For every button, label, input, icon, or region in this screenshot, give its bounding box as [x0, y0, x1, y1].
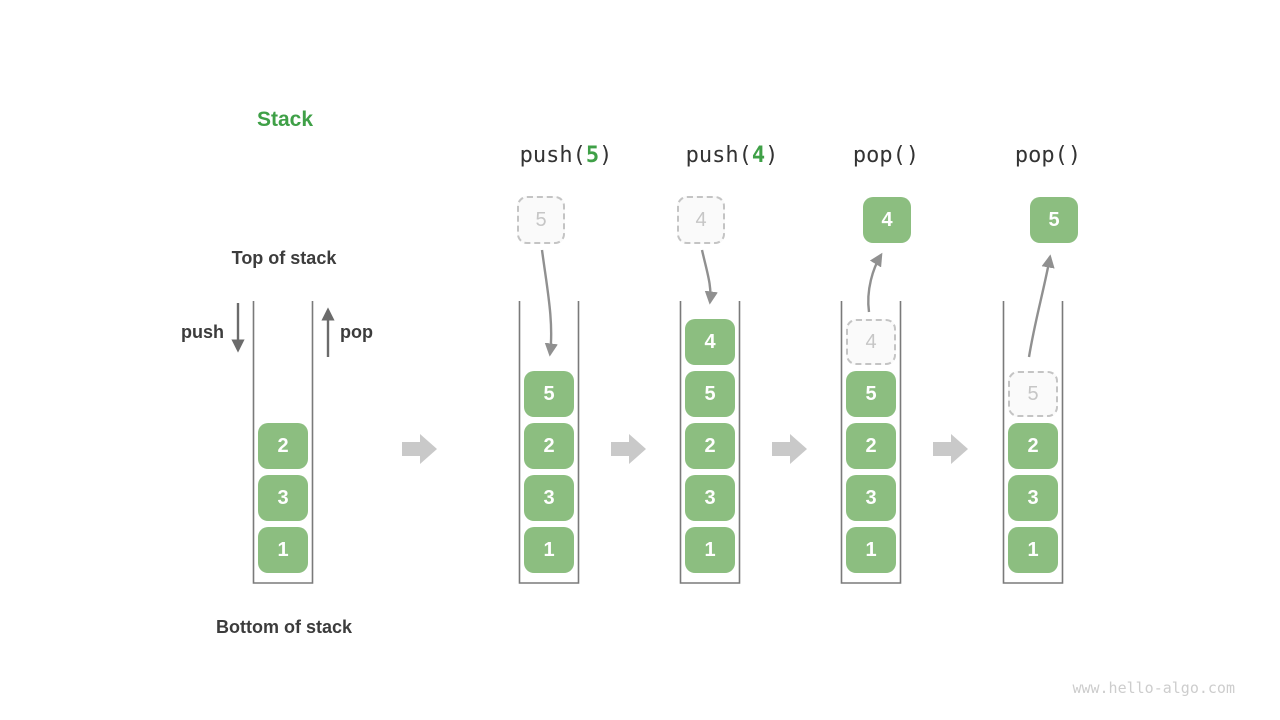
stack-cell: 3: [846, 475, 896, 521]
diagram-title: Stack: [256, 108, 314, 131]
step-right-arrow-icon: [933, 434, 968, 464]
watermark: www.hello-algo.com: [1072, 679, 1235, 697]
op-label-push-4: push(4): [632, 143, 832, 168]
stack-container-outline: [840, 301, 902, 584]
stack-cell: 2: [685, 423, 735, 469]
step-right-arrow-icon: [611, 434, 646, 464]
op-post: ): [599, 143, 613, 168]
push5-curve-arrow-icon: [540, 249, 558, 357]
stack-cell: 3: [1008, 475, 1058, 521]
step-right-arrow-icon: [772, 434, 807, 464]
stack-cell: 1: [258, 527, 308, 573]
stack-cell: 1: [685, 527, 735, 573]
op-post: ): [1067, 143, 1082, 168]
stack-cell-ghost: 5: [1008, 371, 1058, 417]
stack-container-outline: [252, 301, 314, 584]
op-post: ): [765, 143, 779, 168]
op-label-pop-2: pop(): [948, 143, 1148, 168]
stack-cell: 2: [258, 423, 308, 469]
pop4-curve-arrow-icon: [867, 252, 883, 313]
popped-value-box: 4: [863, 197, 911, 243]
pop5-curve-arrow-icon: [1027, 254, 1055, 358]
stack-container-outline: [679, 301, 741, 584]
bottom-of-stack-label: Bottom of stack: [215, 617, 352, 637]
op-pre: push(: [519, 143, 586, 168]
op-pre: push(: [685, 143, 752, 168]
step-right-arrow-icon: [402, 434, 437, 464]
op-pre: pop(: [1014, 143, 1068, 168]
stack-cell: 1: [846, 527, 896, 573]
stack-cell: 2: [524, 423, 574, 469]
stack-cell: 4: [685, 319, 735, 365]
popped-value-box: 5: [1030, 197, 1078, 243]
push4-curve-arrow-icon: [700, 249, 718, 305]
stack-container-outline: [518, 301, 580, 584]
incoming-value-box: 4: [677, 196, 725, 244]
op-label-pop-1: pop(): [786, 143, 986, 168]
stack-cell: 2: [846, 423, 896, 469]
op-pre: pop(: [852, 143, 906, 168]
push-label: push: [181, 322, 224, 342]
op-label-push-5: push(5): [466, 143, 666, 168]
stack-cell: 1: [524, 527, 574, 573]
pop-label: pop: [340, 322, 373, 342]
op-arg: 5: [585, 143, 600, 168]
op-arg: 4: [751, 143, 766, 168]
incoming-value-box: 5: [517, 196, 565, 244]
stack-cell: 3: [685, 475, 735, 521]
stack-cell: 3: [258, 475, 308, 521]
stack-container-outline: [1002, 301, 1064, 584]
stack-cell: 3: [524, 475, 574, 521]
stack-cell: 5: [846, 371, 896, 417]
stack-cell: 2: [1008, 423, 1058, 469]
stack-cell: 5: [685, 371, 735, 417]
top-of-stack-label: Top of stack: [231, 248, 337, 268]
stack-cell: 1: [1008, 527, 1058, 573]
stack-cell: 5: [524, 371, 574, 417]
stack-cell-ghost: 4: [846, 319, 896, 365]
op-post: ): [905, 143, 920, 168]
